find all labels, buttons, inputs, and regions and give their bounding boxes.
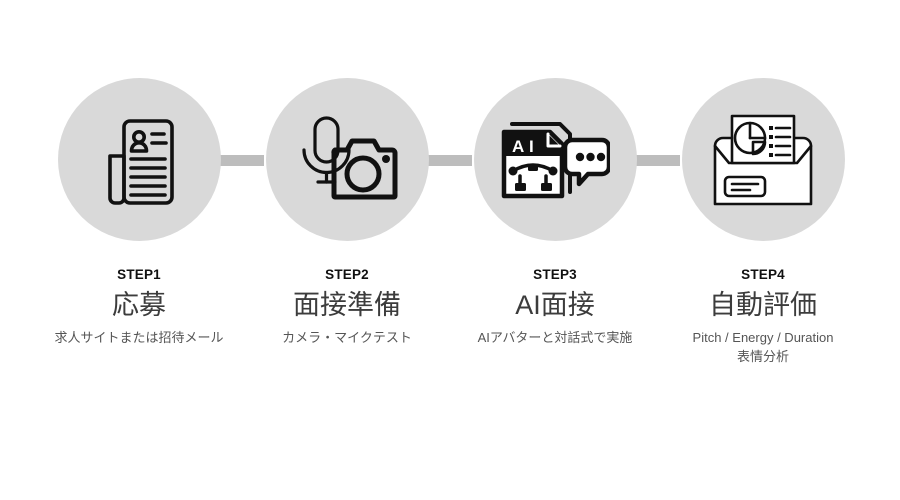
step-3-description: AIアバターと対話式で実施 (477, 330, 633, 345)
step-3-caption: STEP3 AI面接 AIアバターと対話式で実施 (451, 266, 659, 347)
step-2-title: 面接準備 (293, 290, 401, 320)
step-2-icon-bubble (265, 78, 429, 241)
report-printer-icon (712, 114, 814, 206)
step-2-caption: STEP2 面接準備 カメラ・マイクテスト (243, 266, 451, 347)
step-4-caption: STEP4 自動評価 Pitch / Energy / Duration 表情分… (659, 266, 867, 366)
step-4-description: Pitch / Energy / Duration (692, 330, 834, 345)
resume-document-icon (96, 115, 182, 205)
svg-text:A: A (512, 137, 524, 156)
svg-text:I: I (529, 137, 534, 156)
step-2-description: カメラ・マイクテスト (282, 330, 412, 345)
connector-rail-3-4 (630, 155, 680, 166)
connector-rail-1-2 (214, 155, 264, 166)
step-4-icon-bubble (681, 78, 845, 241)
step-4-description-2: 表情分析 (736, 349, 789, 364)
step-1-title: 応募 (112, 290, 166, 320)
process-step-2[interactable]: STEP2 面接準備 カメラ・マイクテスト (243, 0, 451, 500)
connector-rail-2-3 (422, 155, 472, 166)
step-3-icon-bubble: A I (473, 78, 637, 241)
process-step-3[interactable]: A I (451, 0, 659, 500)
step-1-kicker: STEP1 (117, 267, 161, 282)
step-3-title: AI面接 (515, 290, 595, 320)
step-2-kicker: STEP2 (325, 267, 369, 282)
step-1-description: 求人サイトまたは招待メール (54, 330, 224, 345)
ai-file-chat-icon: A I (500, 114, 610, 206)
step-1-icon-bubble (57, 78, 221, 241)
step-1-caption: STEP1 応募 求人サイトまたは招待メール (35, 266, 243, 347)
process-step-4[interactable]: STEP4 自動評価 Pitch / Energy / Duration 表情分… (659, 0, 867, 500)
process-step-1[interactable]: STEP1 応募 求人サイトまたは招待メール (35, 0, 243, 500)
step-3-kicker: STEP3 (533, 267, 577, 282)
microphone-camera-icon (294, 112, 400, 208)
step-4-kicker: STEP4 (741, 267, 785, 282)
step-4-title: 自動評価 (709, 290, 817, 320)
